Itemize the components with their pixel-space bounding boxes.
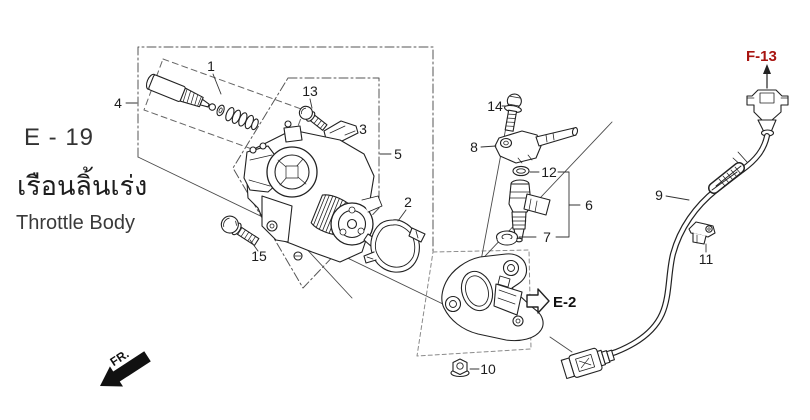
ref-e2-label[interactable]: E-2 bbox=[553, 294, 576, 311]
page-code: E - 19 bbox=[24, 124, 95, 151]
fr-direction-arrow: FR. bbox=[100, 347, 151, 387]
callout-labels: 1 2 3 4 5 6 7 8 9 10 11 12 13 14 15 bbox=[114, 58, 713, 377]
part-throttle-shaft-set bbox=[145, 73, 259, 131]
callout-15: 15 bbox=[251, 248, 267, 264]
part-oring-12 bbox=[512, 165, 530, 177]
callout-1: 1 bbox=[207, 58, 215, 74]
part-bolt-14 bbox=[504, 93, 522, 132]
part-injector-6 bbox=[508, 179, 551, 243]
part-nut-10 bbox=[450, 358, 470, 378]
part-fuel-joint-8 bbox=[494, 127, 579, 164]
leader-lines bbox=[125, 73, 707, 370]
part-clamp-2 bbox=[363, 219, 426, 273]
callout-7: 7 bbox=[543, 229, 551, 245]
joint-assembly-line bbox=[469, 121, 613, 273]
callout-14: 14 bbox=[487, 98, 503, 114]
callout-10: 10 bbox=[480, 361, 496, 377]
callout-11: 11 bbox=[699, 251, 714, 267]
callout-9: 9 bbox=[655, 187, 663, 203]
callout-6: 6 bbox=[585, 197, 593, 213]
part-seal-7 bbox=[495, 230, 519, 246]
f13-arrow-head bbox=[763, 64, 771, 74]
callout-2: 2 bbox=[404, 194, 412, 210]
callout-13: 13 bbox=[302, 83, 318, 99]
part-insulator bbox=[441, 253, 544, 342]
callout-12: 12 bbox=[541, 164, 557, 180]
fr-arrow-shape bbox=[100, 351, 151, 387]
page-title-english: Throttle Body bbox=[16, 212, 135, 234]
callout-8: 8 bbox=[470, 139, 478, 155]
outer-dashdot-box bbox=[137, 46, 434, 253]
callout-3: 3 bbox=[359, 121, 367, 137]
page-title-thai: เรือนลิ้นเร่ง bbox=[17, 171, 148, 201]
ref-e2[interactable]: E-2 bbox=[526, 288, 576, 314]
callout-5: 5 bbox=[394, 146, 402, 162]
e2-block-arrow bbox=[526, 288, 550, 314]
insulator-box bbox=[416, 249, 532, 357]
part-bolt-15 bbox=[220, 215, 260, 246]
ref-f13[interactable]: F-13 bbox=[746, 48, 777, 89]
callout-4: 4 bbox=[114, 95, 122, 111]
ref-f13-label[interactable]: F-13 bbox=[746, 48, 777, 65]
cable-end-leader bbox=[549, 336, 573, 353]
part-cable-9 bbox=[560, 89, 789, 380]
part-clip-11 bbox=[688, 221, 716, 245]
part-bolt-13 bbox=[298, 105, 328, 131]
part-throttle-body bbox=[243, 120, 383, 263]
